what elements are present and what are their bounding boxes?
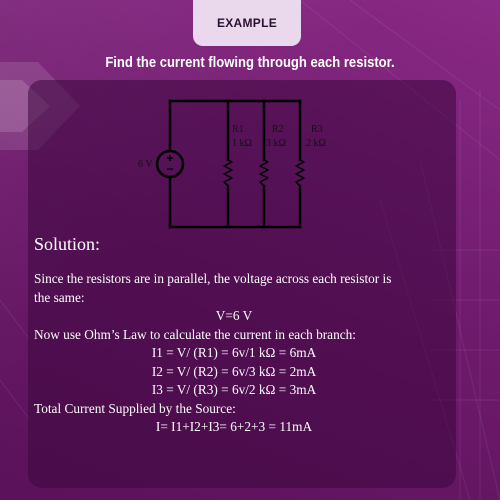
problem-title: Find the current flowing through each re… — [105, 55, 395, 71]
r1-name: R1 — [232, 124, 244, 135]
example-tab: EXAMPLE — [193, 0, 301, 46]
i3-line: I3 = V/ (R3) = 6v/2 kΩ = 3mA — [151, 382, 317, 397]
voltage-source-icon — [155, 149, 185, 179]
intro-line-1: Since the resistors are in parallel, the… — [34, 271, 392, 286]
total-label-line: Total Current Supplied by the Source: — [34, 400, 236, 416]
resistor-r3-icon — [295, 159, 305, 187]
i2-line: I2 = V/ (R2) = 6v/3 kΩ = 2mA — [151, 363, 317, 379]
resistor-r1-icon — [223, 159, 233, 187]
solution-heading: Solution: — [34, 234, 101, 254]
r1-value: 1 kΩ — [232, 138, 252, 149]
ohms-law-line: Now use Ohm’s Law to calculate the curre… — [34, 326, 356, 342]
source-label: 6 V — [138, 159, 153, 170]
r3-name: R3 — [311, 124, 323, 135]
voltage-line: V=6 V — [215, 308, 253, 323]
total-line: I= I1+I2+I3= 6+2+3 = 11mA — [155, 419, 313, 434]
i1-line: I1 = V/ (R1) = 6v/1 kΩ = 6mA — [151, 345, 317, 360]
resistor-r2-icon — [259, 159, 269, 187]
content-panel — [28, 80, 456, 488]
solution-body: Since the resistors are in parallel, the… — [34, 270, 454, 437]
r3-value: 2 kΩ — [306, 138, 326, 149]
r2-name: R2 — [272, 124, 284, 135]
intro-line-2: the same: — [34, 289, 85, 305]
r2-value: 3 kΩ — [266, 138, 286, 149]
